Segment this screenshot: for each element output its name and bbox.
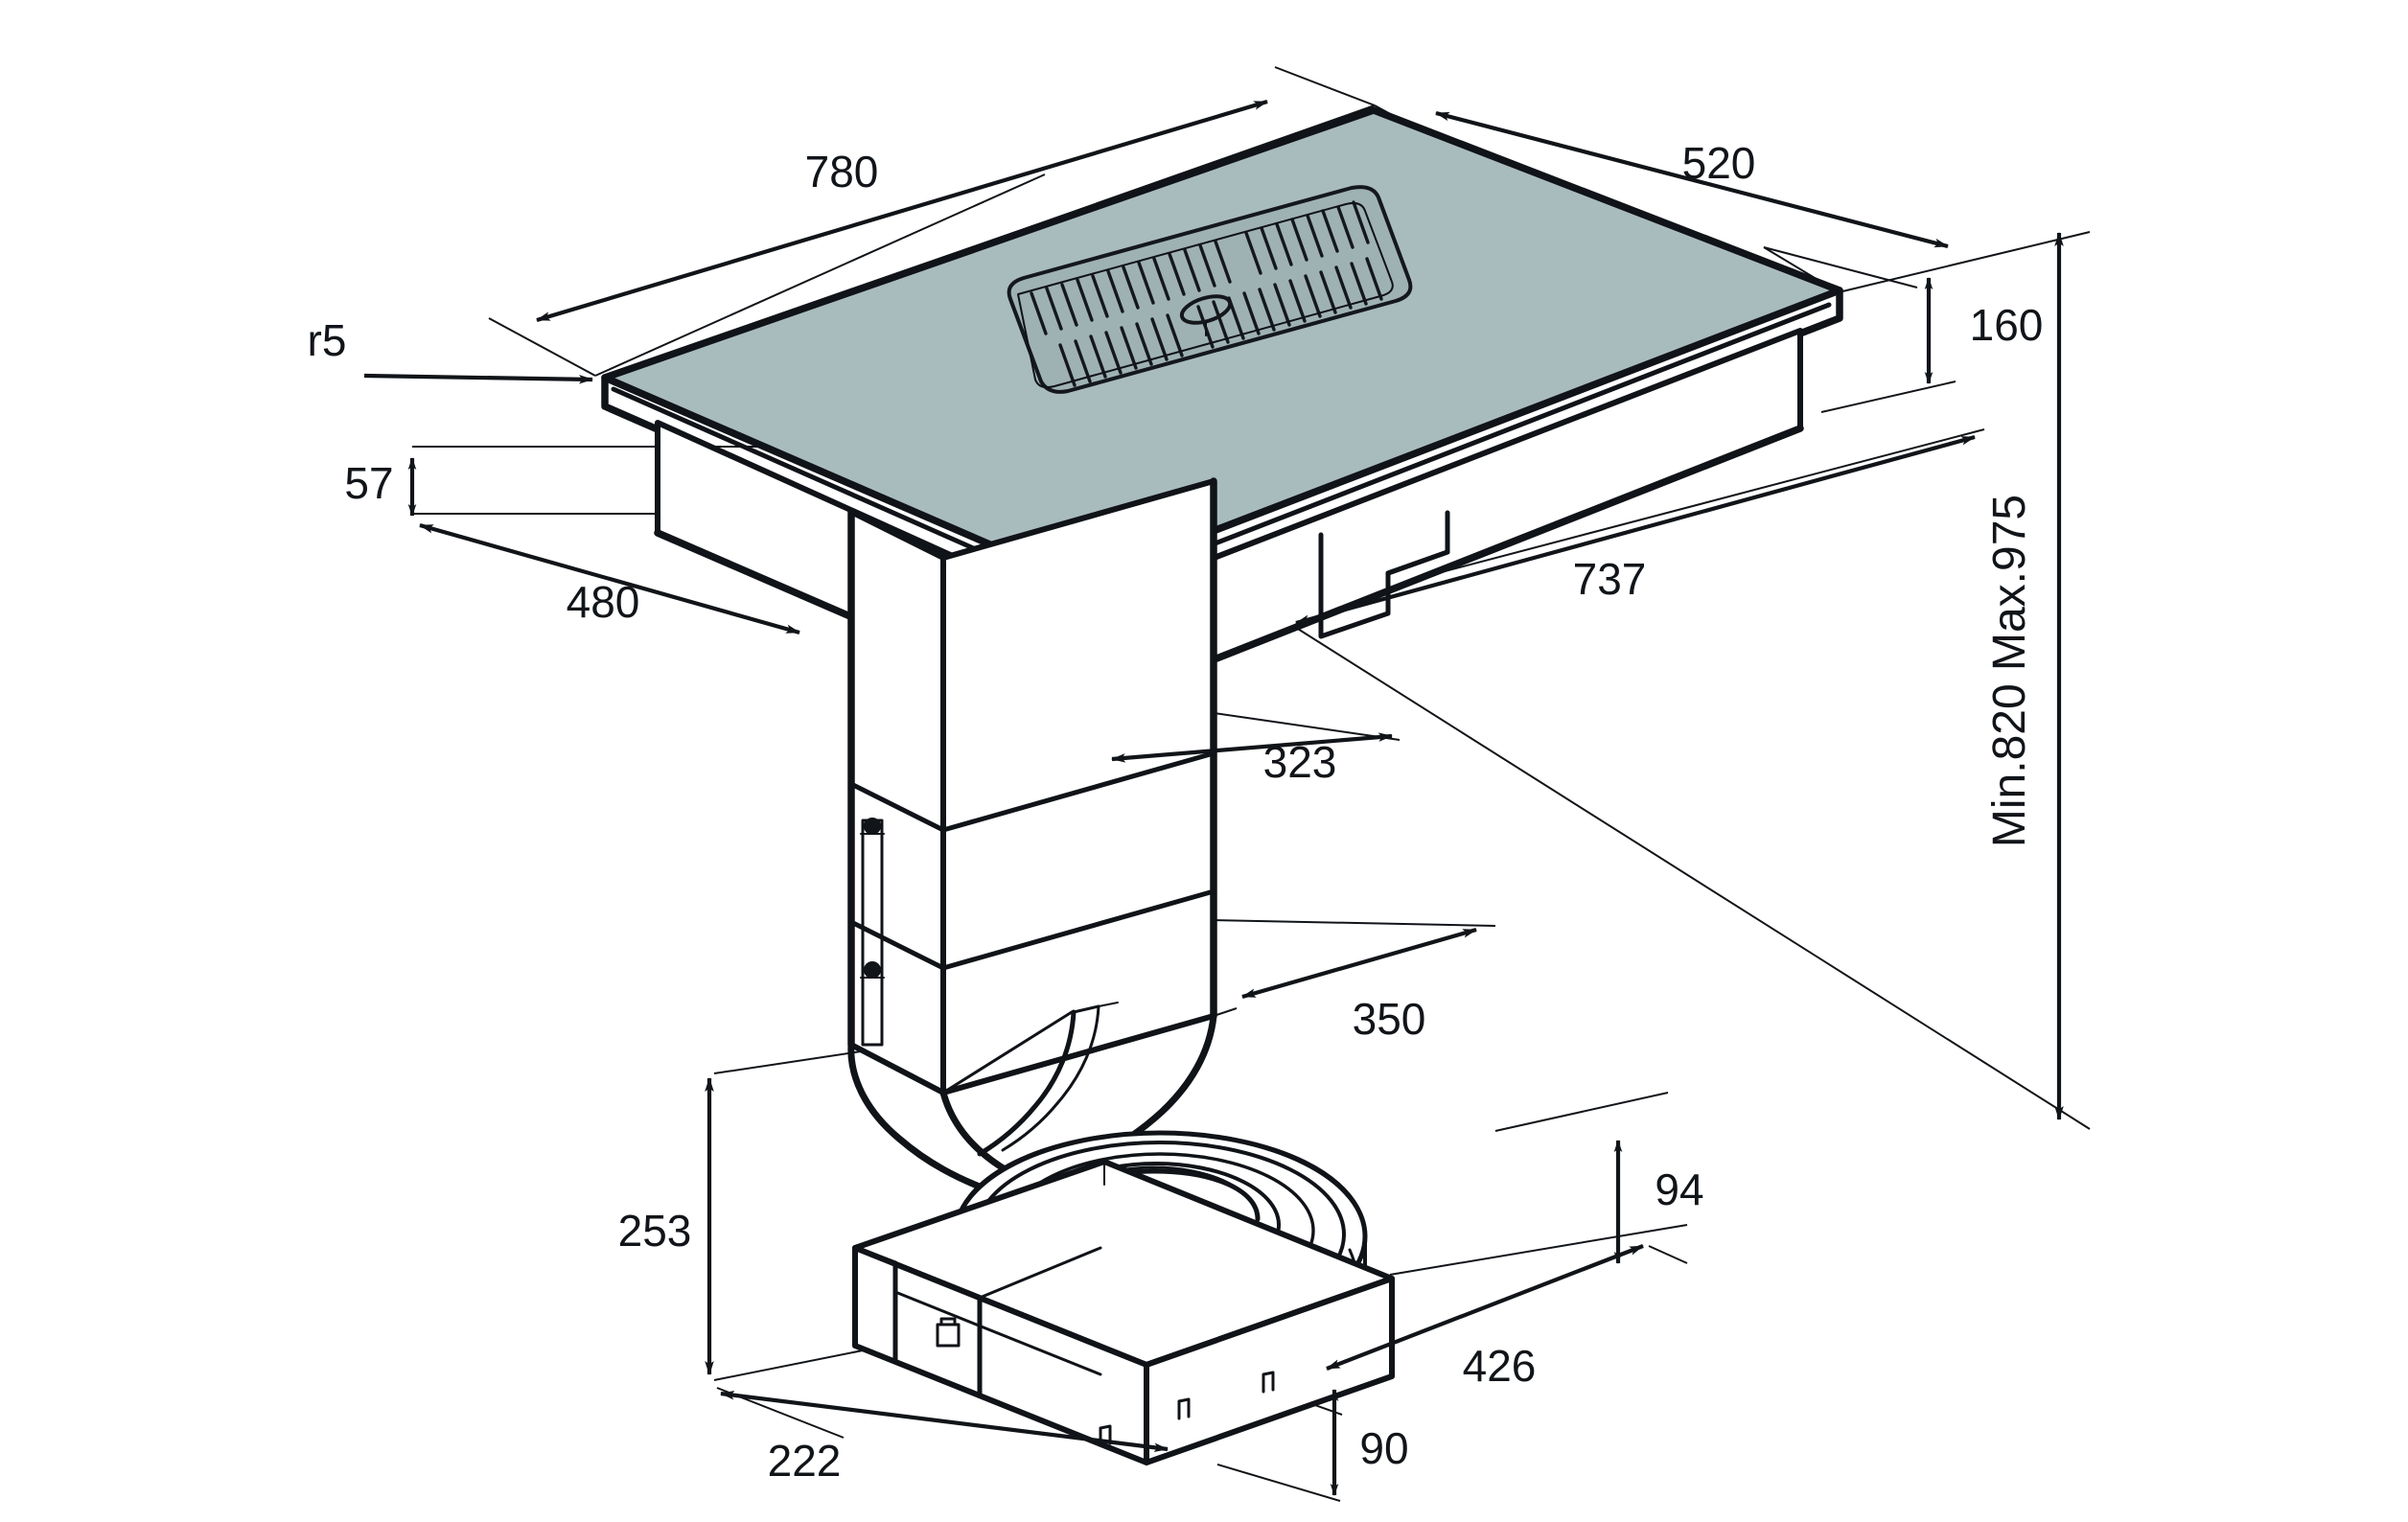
- dimension-780: [536, 99, 1268, 323]
- dimension-350: [1241, 927, 1477, 1000]
- dimension-label-57: 57: [344, 458, 393, 508]
- dimension-label-737: 737: [1573, 554, 1647, 604]
- dimension-label-94: 94: [1655, 1165, 1703, 1214]
- dimension-222: [720, 1390, 1169, 1453]
- dimension-520: [1435, 110, 1949, 249]
- dimension-label-520: 520: [1682, 138, 1756, 188]
- dimension-737: [1295, 434, 1976, 626]
- dimension-323: [1111, 732, 1393, 763]
- dimension-480: [419, 522, 800, 635]
- dimension-label-r5: r5: [308, 315, 347, 365]
- duct-column: [847, 477, 1217, 1095]
- dimension-label-780: 780: [805, 147, 879, 196]
- dimension-label-overall-height: Min.820 Max.975: [1984, 495, 2035, 847]
- dimension-label-350: 350: [1353, 994, 1426, 1044]
- dimension-label-222: 222: [768, 1436, 842, 1486]
- dimension-label-160: 160: [1970, 300, 2044, 350]
- dimension-r5: [363, 373, 593, 384]
- dimension-label-480: 480: [567, 577, 640, 627]
- dimension-label-426: 426: [1463, 1341, 1537, 1391]
- dimension-426: [1326, 1244, 1644, 1371]
- dimension-label-323: 323: [1263, 737, 1337, 787]
- dimension-label-253: 253: [618, 1206, 692, 1256]
- dimension-label-90: 90: [1359, 1423, 1408, 1473]
